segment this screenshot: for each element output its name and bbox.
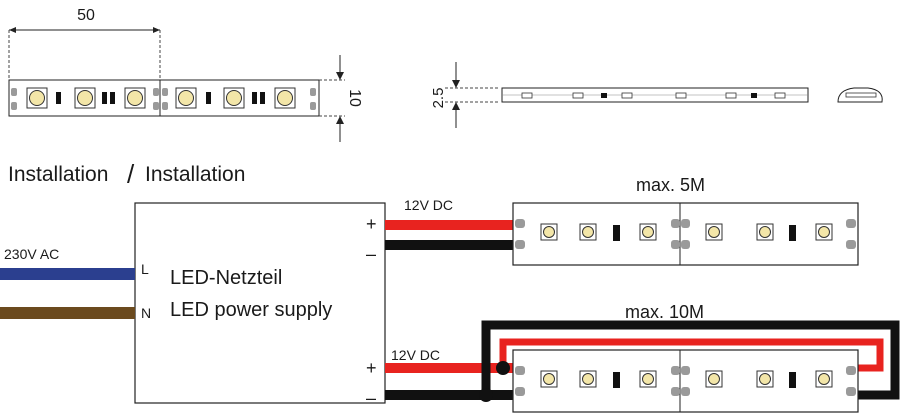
width-arrow-left [9,27,16,33]
circuit1-voltage-label: 12V DC [404,197,453,213]
height-arrow-top [336,72,344,80]
strip-height-label: 10 [346,89,363,107]
thickness-arrow-top [452,80,460,88]
resistors [56,92,265,104]
circuit2-led-strip [512,349,859,413]
circuit2-return-negative-wire [481,320,900,400]
live-wire [0,268,135,280]
circuit2-plus-label: + [366,358,377,378]
circuit2-positive-junction [496,361,510,375]
power-supply-name-en: LED power supply [170,299,332,321]
cross-section-chip [845,92,877,98]
circuit2-return-positive-wire [499,338,884,372]
mains-voltage-label: 230V AC [4,246,59,262]
thickness-arrow-bottom [452,102,460,110]
solder-pads [11,88,316,110]
strip-top-view: 50 [8,7,363,142]
strip-side-view: 2.5 [430,62,883,128]
profile-resistor-1 [601,93,607,98]
circuit2-voltage-label: 12V DC [391,347,440,363]
input-neutral-label: N [141,305,151,321]
strip-body [8,79,320,117]
led-chips [26,87,296,109]
width-arrow-right [153,27,160,33]
power-supply-name-de: LED-Netzteil [170,267,282,289]
circuit2-minus-label: – [366,388,376,408]
circuit1-plus-label: + [366,214,377,234]
heading-left: Installation [8,163,108,186]
neutral-wire [0,307,135,319]
heading-right: Installation [145,163,245,186]
profile-resistor-2 [751,93,757,98]
heading-separator: / [127,159,135,189]
input-live-label: L [141,261,149,277]
height-arrow-bottom [336,116,344,124]
circuit1-length-label: max. 5M [636,175,705,195]
circuit2-negative-junction [479,388,493,402]
circuit2-length-label: max. 10M [625,302,704,322]
profile-thickness-label: 2.5 [430,88,447,109]
power-supply-box [134,202,386,404]
strip-width-label: 50 [77,7,95,24]
circuit1-minus-label: – [366,244,376,264]
profile-components [521,92,786,99]
circuit1-led-strip [512,202,859,266]
